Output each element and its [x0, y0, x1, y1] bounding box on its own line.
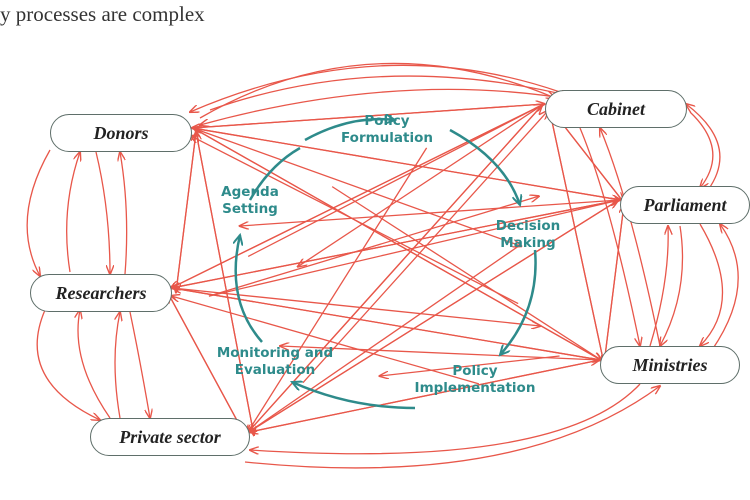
influence-arrow	[208, 200, 619, 297]
influence-arrow	[549, 107, 605, 364]
influence-arrow-curved	[115, 312, 120, 419]
stage-policy-implementation: Policy Implementation	[414, 363, 536, 396]
cycle-arc-agenda	[236, 235, 263, 343]
influence-arrow	[208, 196, 539, 297]
influence-arrow-curved	[579, 127, 640, 346]
influence-arrow	[173, 288, 601, 361]
influence-arrow	[193, 128, 621, 201]
influence-arrow-curved	[66, 152, 80, 273]
cycle-arc-implementation	[500, 249, 537, 355]
red-arrow-group	[26, 62, 739, 469]
influence-arrow	[171, 296, 480, 385]
influence-arrow	[240, 199, 620, 226]
actor-ministries: Ministries	[600, 346, 740, 384]
influence-arrow-curved	[600, 128, 661, 347]
cycle-arc-monitoring	[292, 382, 416, 410]
influence-arrow-curved	[649, 226, 668, 347]
policy-cycle	[236, 119, 537, 410]
influence-arrow-curved	[190, 64, 561, 112]
influence-arrow-curved	[95, 151, 110, 274]
influence-arrow-curved	[120, 152, 128, 275]
influence-arrow-curved	[700, 223, 724, 346]
influence-arrow-curved	[78, 310, 111, 419]
influence-arrow	[298, 104, 544, 267]
influence-arrow	[380, 355, 560, 376]
actor-parliament: Parliament	[620, 186, 750, 224]
influence-arrow	[193, 127, 521, 246]
slide-title: y processes are complex	[0, 2, 205, 26]
influence-arrow-curved	[660, 225, 684, 346]
influence-arrow	[248, 200, 619, 433]
actor-cabinet: Cabinet	[545, 90, 687, 128]
influence-arrow	[331, 186, 602, 361]
influence-arrow-curved	[199, 62, 555, 119]
influence-arrow	[190, 136, 519, 305]
cycle-arc-return	[248, 146, 301, 201]
influence-arrow-curved	[36, 309, 100, 420]
stage-agenda-setting: Agenda Setting	[221, 184, 279, 217]
influence-arrow-curved	[129, 311, 150, 418]
influence-arrow	[249, 359, 600, 432]
influence-arrow	[603, 204, 624, 365]
influence-arrow-curved	[250, 383, 641, 454]
influence-arrow	[192, 103, 545, 128]
influence-arrow	[175, 132, 196, 293]
influence-arrow-curved	[689, 111, 714, 188]
influence-arrow-curved	[209, 75, 570, 111]
actor-private-sector: Private sector	[90, 418, 250, 456]
influence-arrow	[196, 131, 255, 436]
influence-arrow	[302, 111, 548, 384]
actor-researchers: Researchers	[30, 274, 172, 312]
cycle-arc-decision	[449, 128, 520, 205]
stage-decision-making: Decision Making	[495, 218, 561, 251]
stage-monitoring-evaluation: Monitoring and Evaluation	[216, 345, 334, 378]
influence-arrow	[171, 199, 620, 288]
influence-arrow-curved	[244, 386, 660, 469]
influence-arrow-curved	[686, 104, 721, 191]
cycle-arc-formulation	[304, 119, 395, 142]
influence-arrow-curved	[26, 149, 51, 276]
influence-arrow	[247, 104, 543, 258]
actor-donors: Donors	[50, 114, 192, 152]
influence-arrow	[172, 287, 540, 326]
stage-policy-formulation: Policy Formulation	[341, 113, 433, 146]
influence-arrow	[247, 147, 428, 434]
influence-arrow-curved	[200, 88, 576, 125]
influence-arrow	[170, 103, 544, 288]
influence-arrow-curved	[711, 224, 739, 351]
influence-arrow	[167, 293, 246, 438]
